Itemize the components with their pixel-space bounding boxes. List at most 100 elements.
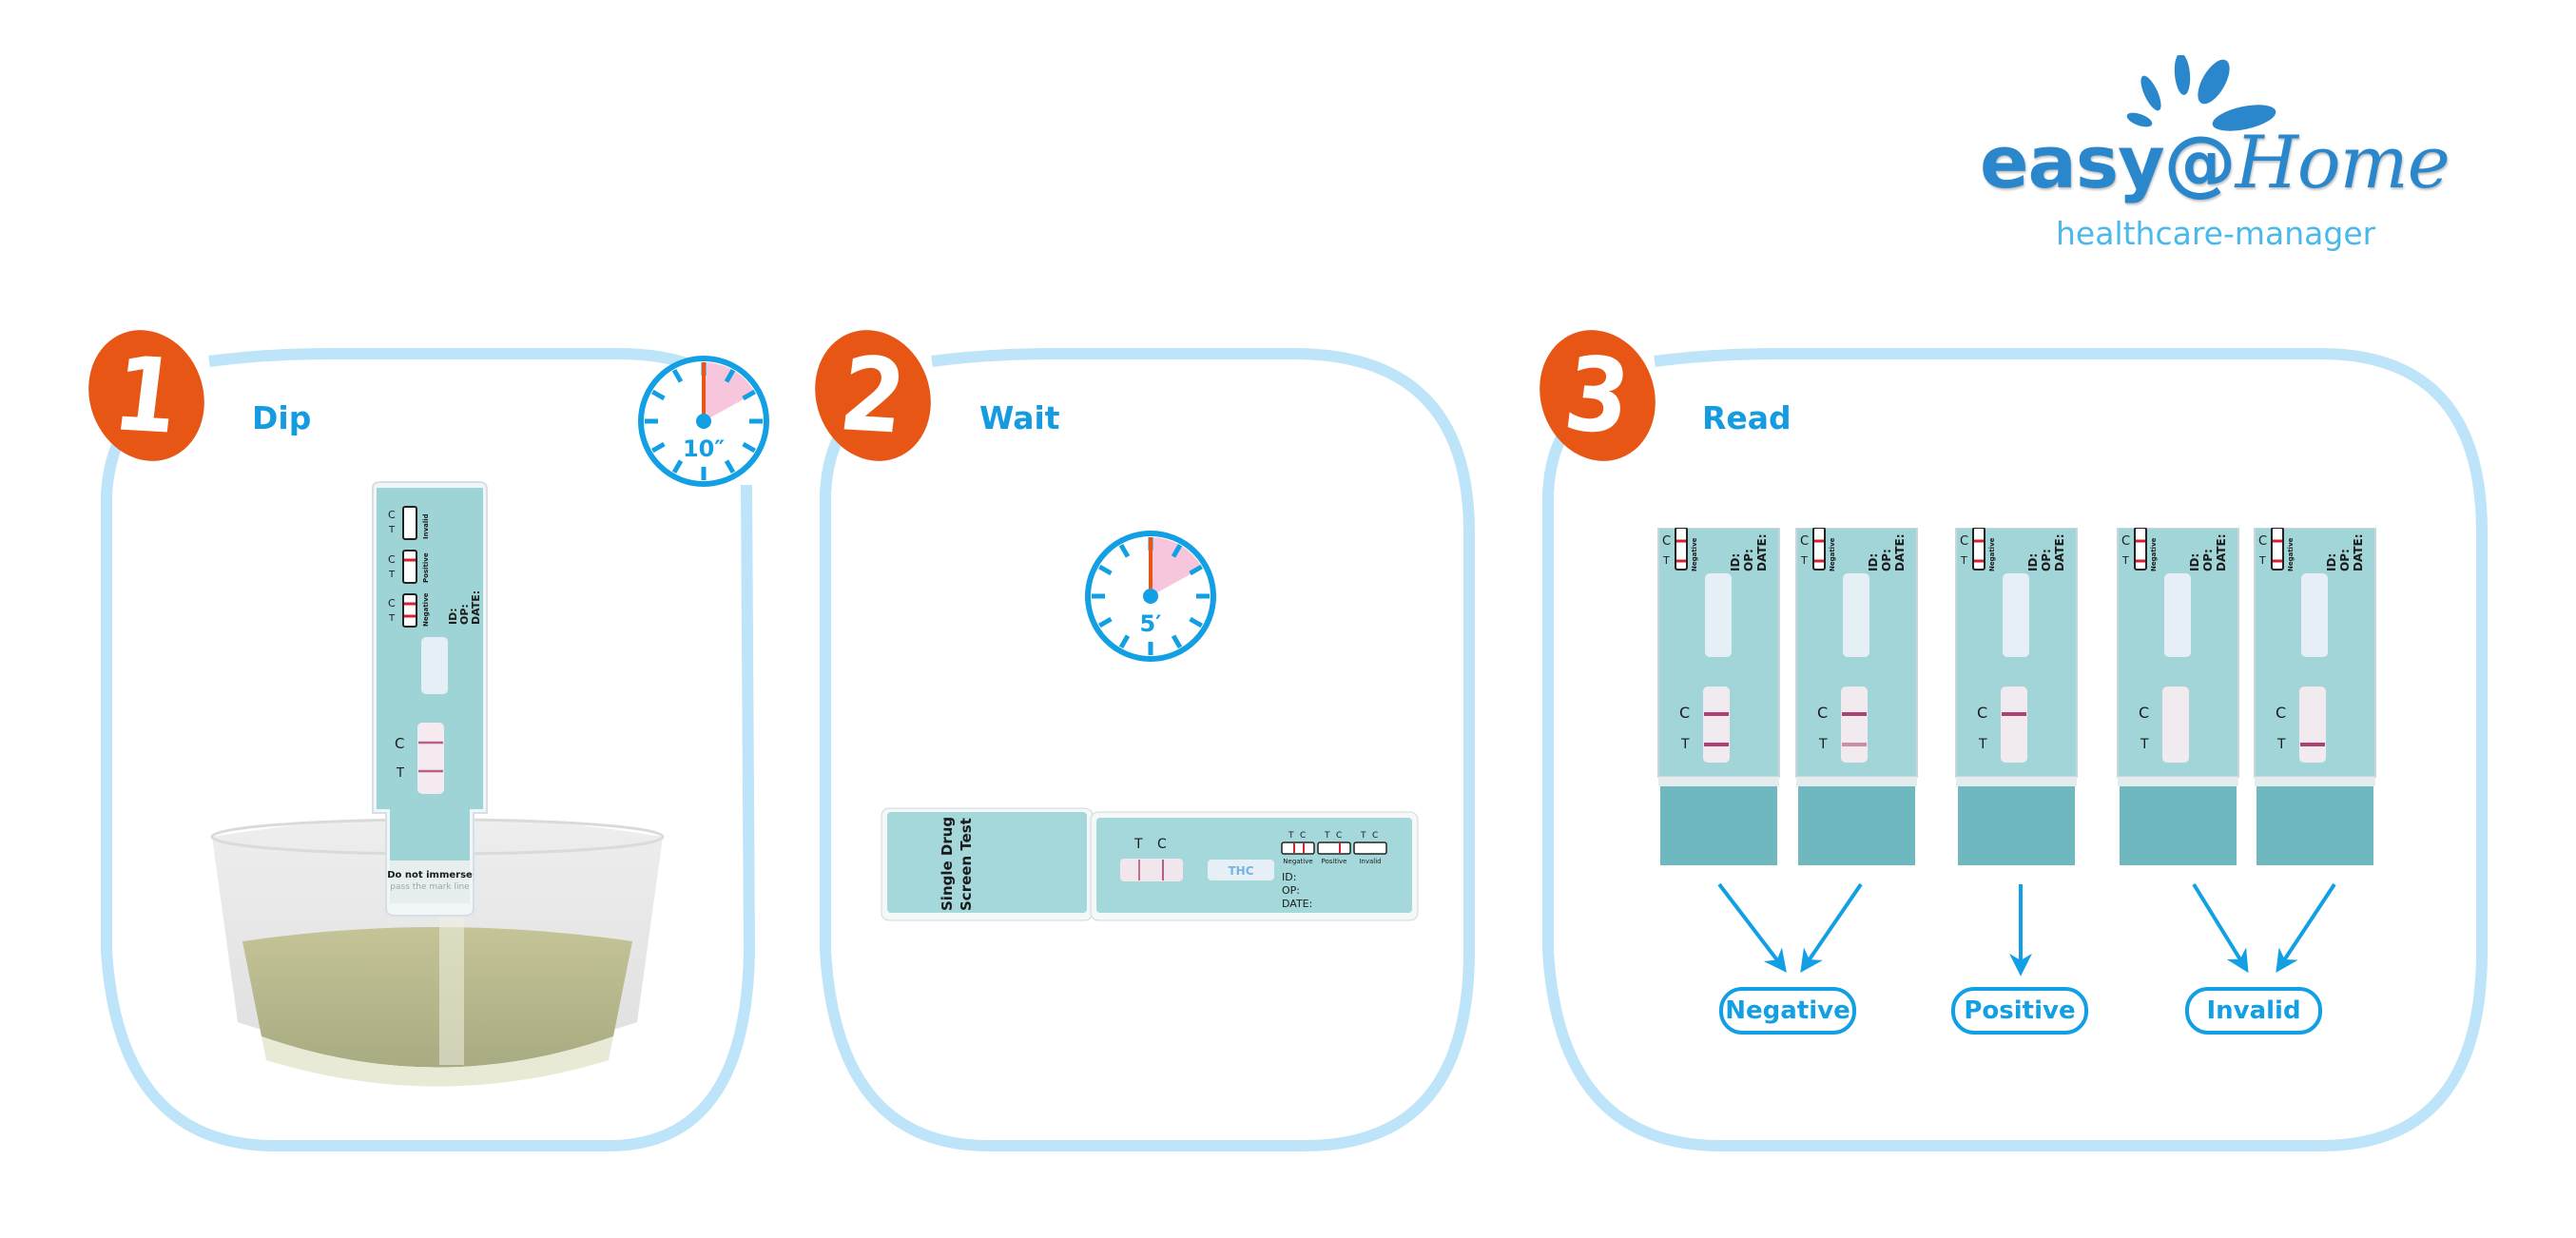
timer-10-seconds-icon: 10″: [638, 356, 769, 487]
svg-text:Single Drug: Single Drug: [939, 817, 956, 911]
strip-mark-t: T: [2121, 554, 2129, 567]
timer-tick: [651, 441, 666, 454]
logo-easy: easy@: [1980, 120, 2237, 204]
strip-legend-label: Negative: [2150, 537, 2158, 571]
timer-elapsed-wedge: [1151, 537, 1203, 596]
strip-mark-c: C: [1662, 534, 1671, 549]
timer-tick: [1098, 616, 1113, 629]
strip-field-op: OP:: [1880, 549, 1893, 571]
timer-tick: [1098, 564, 1113, 576]
strip-field-date: DATE:: [2215, 534, 2228, 572]
strip-mark-c: C: [1800, 534, 1809, 549]
drug-label-window: [1843, 573, 1869, 657]
step-1-title: Dip: [252, 399, 312, 436]
svg-text:T: T: [1324, 831, 1330, 841]
result-window: [1703, 687, 1730, 763]
svg-text:T: T: [1360, 831, 1366, 841]
svg-text:C: C: [388, 597, 396, 609]
strip-field-date: DATE:: [1755, 534, 1769, 572]
window-mark-t: T: [1978, 737, 1987, 752]
strip-legend-label: Negative: [1988, 537, 1996, 571]
window-mark-t: T: [1818, 737, 1828, 752]
strip-divider: [2118, 777, 2238, 786]
strip-field-id: ID:: [1729, 553, 1742, 571]
drug-label-window: [1208, 860, 1274, 880]
window-mark-c: C: [2276, 704, 2286, 722]
result-window: [417, 723, 444, 794]
svg-text:T: T: [1288, 831, 1294, 841]
svg-text:Negative: Negative: [422, 592, 430, 627]
timer-5-minutes-icon: 5′: [1085, 531, 1216, 662]
result-negative-label: Negative: [1719, 987, 1856, 1035]
svg-text:Positive: Positive: [1322, 858, 1347, 865]
strip-field-id: ID:: [1867, 553, 1880, 571]
svg-text:C: C: [1300, 831, 1306, 841]
timer-tick: [671, 459, 684, 474]
svg-text:T: T: [388, 613, 396, 624]
strip-field-id: ID:: [2325, 553, 2338, 571]
svg-text:Screen Test: Screen Test: [958, 818, 975, 911]
svg-text:ID:: ID:: [1282, 871, 1296, 883]
timer-tick: [651, 389, 666, 401]
logo-tagline: healthcare-manager: [2056, 215, 2376, 252]
timer-tick: [671, 369, 684, 383]
window-mark-c: C: [2139, 704, 2149, 722]
strip-pad: [1958, 786, 2075, 865]
strip-field-id: ID:: [2188, 553, 2201, 571]
svg-text:Negative: Negative: [1283, 858, 1312, 865]
result-strip: C T Negative ID: OP: DATE: C T: [1955, 528, 2078, 865]
drug-label-window: [2301, 573, 2328, 657]
svg-text:C: C: [395, 735, 404, 752]
svg-text:DATE:: DATE:: [1282, 898, 1312, 910]
svg-text:T: T: [388, 570, 396, 580]
result-strips: C T Negative ID: OP: DATE: C T C T Negat…: [1657, 528, 2376, 865]
window-mark-t: T: [1680, 737, 1690, 752]
result-invalid-label: Invalid: [2185, 987, 2322, 1035]
step-2-frame: [820, 348, 1475, 1151]
strip-mark-c: C: [1960, 534, 1968, 549]
result-window: [1120, 859, 1183, 881]
logo-home: Home: [2235, 120, 2450, 204]
timer-tick: [1189, 564, 1203, 576]
strip-field-op: OP:: [2338, 549, 2352, 571]
drug-label-window: [2003, 573, 2029, 657]
svg-text:THC: THC: [1228, 864, 1253, 878]
result-strip: C T Negative ID: OP: DATE: C T: [1657, 528, 1780, 865]
result-window: [2001, 687, 2027, 763]
window-mark-c: C: [1679, 704, 1690, 722]
result-strip: C T Negative ID: OP: DATE: C T: [1795, 528, 1918, 865]
strip-mark-t: T: [2258, 554, 2266, 567]
svg-text:C: C: [388, 509, 396, 521]
strip-mark-t: T: [1662, 554, 1670, 567]
strip-pad: [2120, 786, 2237, 865]
timer-label: 10″: [683, 435, 725, 462]
svg-text:ID:: ID:: [447, 608, 459, 625]
device-cap: [887, 812, 1087, 913]
cassette-test-device: Single Drug Screen Test T C THC T C T C …: [881, 807, 1419, 921]
device-legend: T C T C T C Negative Positive Invalid: [1281, 831, 1387, 865]
svg-text:Positive: Positive: [422, 552, 430, 583]
result-strip: C T Negative ID: OP: DATE: C T: [2254, 528, 2376, 865]
result-window: [2162, 687, 2189, 763]
arrow-strip-4: [2192, 882, 2249, 974]
strip-mark-t: T: [1960, 554, 1967, 567]
svg-text:T: T: [1133, 837, 1143, 852]
svg-text:T: T: [396, 766, 404, 781]
result-positive-label: Positive: [1951, 987, 2088, 1035]
svg-text:C: C: [1157, 837, 1167, 852]
drug-label-window: [1705, 573, 1732, 657]
window-mark-t: T: [2140, 737, 2149, 752]
strip-legend-label: Negative: [1829, 537, 1836, 571]
step-3-title: Read: [1702, 399, 1792, 436]
urine-cup: [210, 818, 665, 1087]
result-strip: C T Negative ID: OP: DATE: C T: [2117, 528, 2239, 865]
window-mark-t: T: [2276, 737, 2286, 752]
svg-text:OP:: OP:: [458, 604, 471, 625]
strip-field-id: ID:: [2026, 553, 2040, 571]
drug-label-window: [421, 637, 448, 694]
step-3-frame: [1542, 348, 2488, 1151]
timer-tick: [724, 369, 736, 383]
strip-divider: [2255, 777, 2375, 786]
svg-text:OP:: OP:: [1282, 884, 1300, 897]
timer-tick: [1118, 634, 1131, 648]
